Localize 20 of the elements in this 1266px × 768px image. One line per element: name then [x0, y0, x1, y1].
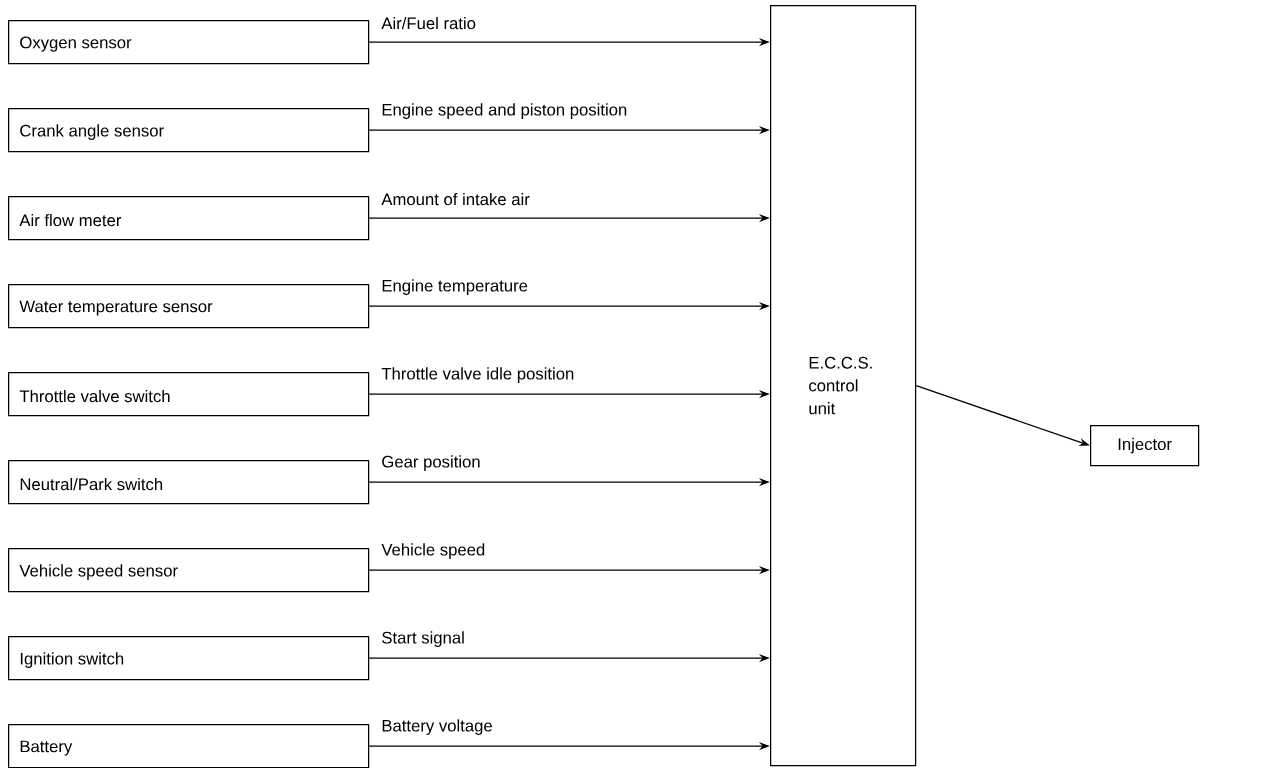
edge-label: Vehicle speed — [379, 541, 488, 561]
sensor-box: Neutral/Park switch — [8, 460, 370, 505]
control-unit-box: E.C.C.S. control unit — [770, 5, 917, 767]
sensor-box: Water temperature sensor — [8, 284, 370, 329]
edge-label: Battery voltage — [379, 717, 495, 737]
sensor-box: Crank angle sensor — [8, 108, 370, 153]
sensor-box: Ignition switch — [8, 636, 370, 681]
edge-label: Air/Fuel ratio — [379, 15, 478, 31]
sensor-box: Vehicle speed sensor — [8, 548, 370, 593]
edge-label: Throttle valve idle position — [379, 365, 577, 385]
sensor-box: Throttle valve switch — [8, 372, 370, 417]
edge-label: Gear position — [379, 453, 483, 473]
edge-label: Start signal — [379, 629, 467, 649]
injector-box: Injector — [1090, 425, 1200, 467]
sensor-box: Battery — [8, 724, 370, 768]
sensor-box: Air flow meter — [8, 196, 370, 241]
edge-label: Engine temperature — [379, 277, 530, 297]
sensor-box: Oxygen sensor — [8, 20, 370, 65]
edge-label: Engine speed and piston position — [379, 101, 630, 121]
edge-label: Amount of intake air — [379, 191, 532, 207]
